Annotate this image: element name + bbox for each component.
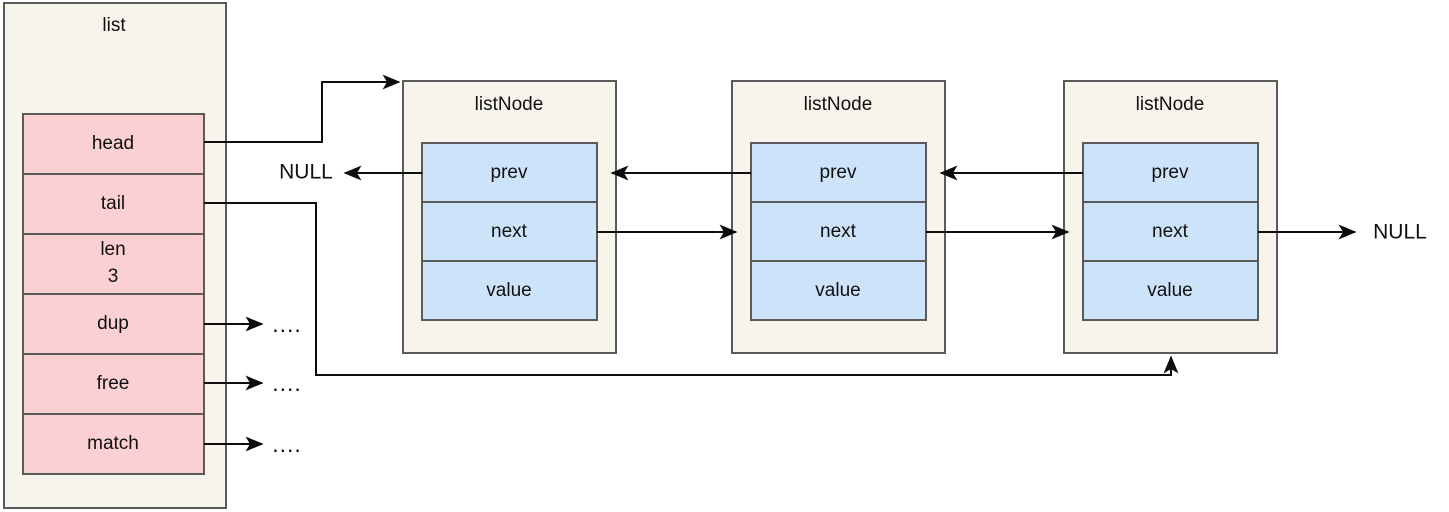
node-2-label-prev: prev [820,162,857,183]
diagram-edges [204,74,1357,452]
node-1-field-value[interactable] [421,260,598,321]
field-row-tail[interactable]: tail [22,173,205,235]
field-cell-free [22,353,205,415]
field-row-dup[interactable]: dup [22,293,205,355]
diagram-labels: NULL NULL .... .... .... [272,161,1427,458]
edge-tail-to-node3 [204,202,1179,376]
field-row-free[interactable]: free [22,353,205,415]
node-2-label-next: next [820,221,857,242]
field-cell-dup [22,293,205,355]
field-label-len: len [100,239,125,260]
list-struct-title: list [102,15,126,36]
field-value-len: 3 [108,266,119,287]
node-1-label-next: next [491,221,528,242]
field-cell-len [22,233,205,295]
list-struct-fields: head tail len 3 dup free [22,113,205,475]
list-node-1: listNode prev next value [402,80,617,354]
ellipsis-label-free: .... [272,370,302,396]
ellipsis-label-dup: .... [272,311,302,337]
node-2-label-value: value [815,280,860,301]
field-label-head: head [92,133,134,154]
node-2-field-next[interactable] [750,201,927,262]
list-node-3: listNode prev next value [1063,80,1278,354]
node-2-field-prev[interactable] [750,142,927,203]
null-label-right: NULL [1373,221,1427,244]
node-3-field-value[interactable] [1082,260,1259,321]
field-label-match: match [87,433,139,454]
ellipsis-label-match: .... [272,431,302,457]
node-3-label-value: value [1147,280,1192,301]
field-label-dup: dup [97,313,129,334]
list-node-2: listNode prev next value [731,80,946,354]
field-label-tail: tail [101,193,125,214]
node-3-title: listNode [1136,94,1205,115]
node-3-field-prev[interactable] [1082,142,1259,203]
null-label-left: NULL [279,161,333,184]
node-3-label-prev: prev [1152,162,1189,183]
field-row-match[interactable]: match [22,413,205,475]
node-1-title: listNode [475,94,544,115]
field-cell-match [22,413,205,475]
node-2-title: listNode [804,94,873,115]
field-row-head[interactable]: head [22,113,205,175]
field-row-len[interactable]: len 3 [22,233,205,295]
node-2-field-value[interactable] [750,260,927,321]
edge-head-to-node1 [204,74,401,143]
node-3-label-next: next [1152,221,1189,242]
field-label-free: free [97,373,130,394]
node-1-label-prev: prev [491,162,528,183]
node-1-field-prev[interactable] [421,142,598,203]
node-1-label-value: value [486,280,531,301]
node-3-field-next[interactable] [1082,201,1259,262]
